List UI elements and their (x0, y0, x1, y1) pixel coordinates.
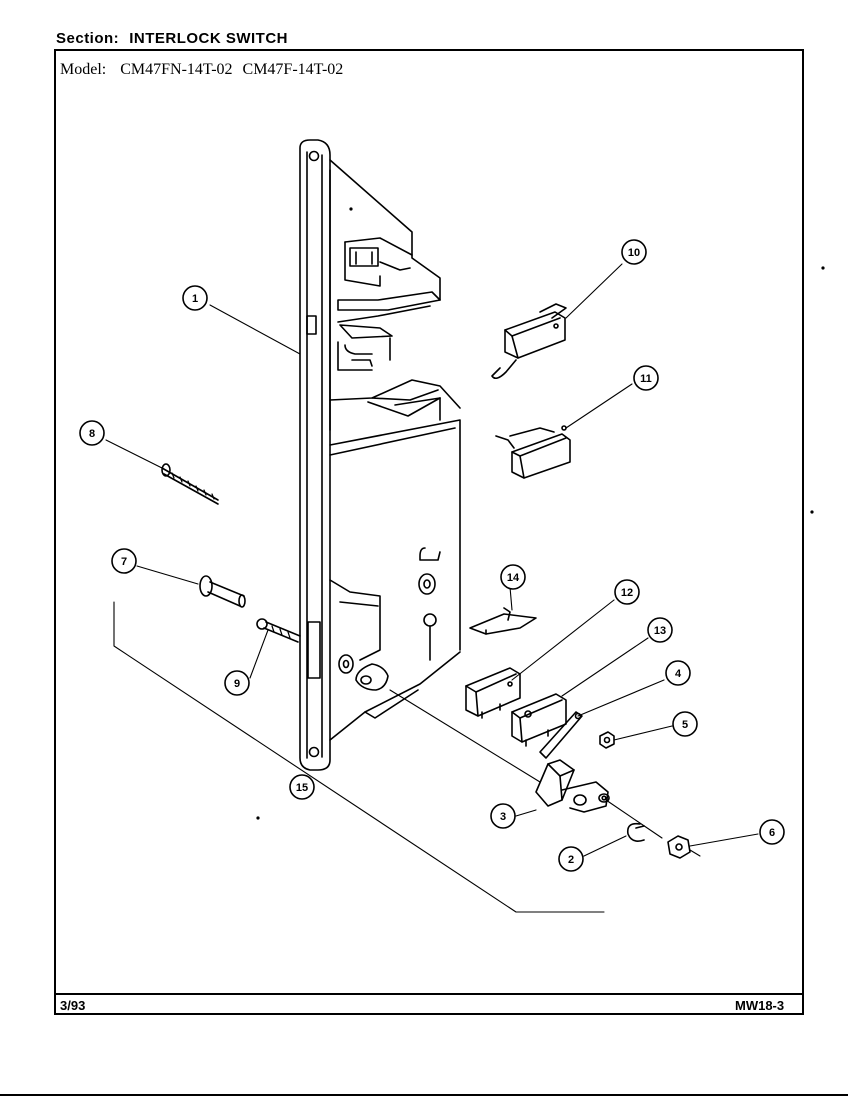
callout-12: 12 (614, 579, 640, 605)
model-line: Model: CM47FN-14T-02 CM47F-14T-02 (60, 61, 343, 79)
leader-lines (105, 263, 759, 913)
svg-text:15: 15 (296, 782, 308, 794)
svg-text:4: 4 (675, 668, 682, 680)
svg-text:11: 11 (640, 373, 652, 385)
callout-15: 15 (289, 774, 315, 800)
section-title: Section: INTERLOCK SWITCH (56, 30, 288, 47)
footer-divider (56, 993, 802, 995)
callouts: 1 8 7 9 15 10 11 14 (79, 239, 785, 872)
section-label: Section: (56, 30, 120, 47)
switch-11 (495, 425, 571, 479)
callout-5: 5 (672, 711, 698, 737)
model-number-1: CM47FN-14T-02 (120, 61, 233, 78)
svg-text:2: 2 (568, 854, 574, 866)
callout-2: 2 (558, 846, 584, 872)
callout-9: 9 (224, 670, 250, 696)
pin-7 (199, 575, 246, 608)
nut-5 (599, 731, 615, 749)
screw-9 (256, 618, 301, 643)
model-label: Model: (60, 61, 107, 78)
callout-10: 10 (621, 239, 647, 265)
nut-6 (667, 835, 691, 859)
svg-text:3: 3 (500, 811, 506, 823)
svg-text:13: 13 (654, 625, 666, 637)
diagram-frame (54, 49, 804, 1015)
callout-13: 13 (647, 617, 673, 643)
page-bottom-rule (0, 1094, 848, 1096)
callout-6: 6 (759, 819, 785, 845)
main-bracket (299, 139, 461, 771)
switch-12 (465, 667, 521, 719)
callout-4: 4 (665, 660, 691, 686)
callout-7: 7 (111, 548, 137, 574)
svg-text:14: 14 (507, 572, 520, 584)
svg-text:1: 1 (192, 293, 198, 305)
section-name: INTERLOCK SWITCH (129, 30, 289, 47)
svg-text:10: 10 (628, 247, 640, 259)
callout-1: 1 (182, 285, 208, 311)
actuator-14 (469, 607, 537, 635)
callout-3: 3 (490, 803, 516, 829)
clip-2 (626, 822, 645, 842)
switch-13 (511, 693, 567, 747)
callout-11: 11 (633, 365, 659, 391)
svg-text:6: 6 (769, 827, 775, 839)
svg-text:5: 5 (682, 719, 688, 731)
switch-10 (491, 303, 567, 380)
model-number-2: CM47F-14T-02 (242, 61, 344, 78)
svg-text:9: 9 (234, 678, 240, 690)
page-code: MW18-3 (735, 998, 785, 1013)
revision-date: 3/93 (60, 998, 86, 1013)
svg-text:7: 7 (121, 556, 127, 568)
callout-8: 8 (79, 420, 105, 446)
svg-text:8: 8 (89, 428, 95, 440)
lever-4 (539, 711, 583, 759)
svg-text:12: 12 (621, 587, 633, 599)
screw-8 (161, 463, 219, 505)
latch-3 (535, 759, 610, 813)
callout-14: 14 (500, 564, 526, 590)
